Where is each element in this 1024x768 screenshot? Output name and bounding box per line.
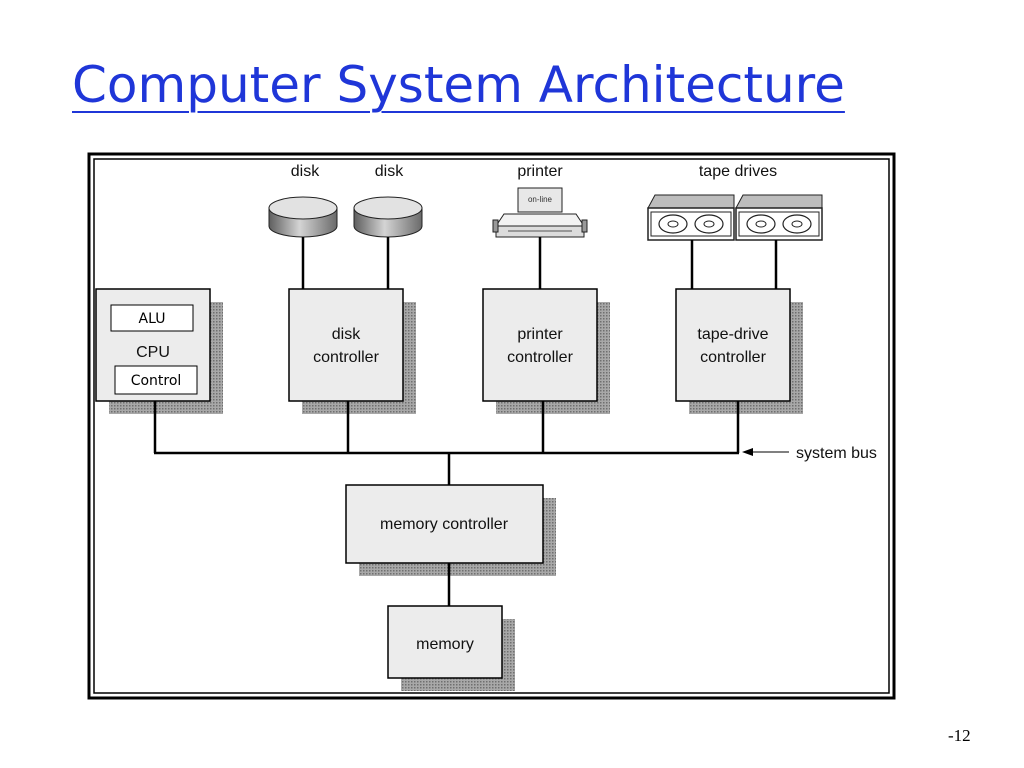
disk-controller-label-2: controller — [313, 349, 379, 366]
system-bus-pointer — [742, 448, 789, 456]
tape-drive-controller-label-1: tape-drive — [697, 326, 768, 343]
disk-2-label: disk — [375, 163, 404, 180]
slide-title: Computer System Architecture — [72, 56, 845, 114]
printer-device: printer on-line — [492, 163, 588, 238]
device-connectors — [301, 237, 778, 289]
disk-1-label: disk — [291, 163, 320, 180]
printer-controller-label-1: printer — [517, 326, 563, 343]
memory-controller-label: memory controller — [380, 516, 509, 533]
cpu-label: CPU — [136, 344, 170, 361]
control-box — [114, 365, 198, 395]
slide-number: -12 — [948, 726, 971, 745]
disk-controller-label-1: disk — [332, 326, 361, 343]
memory-label: memory — [416, 636, 474, 653]
memory-box: memory — [387, 605, 515, 691]
cpu-box: ALU CPU Control — [95, 288, 223, 414]
tape-drive-controller-box: tape-drive controller — [675, 288, 803, 414]
disk-controller-box: disk controller — [288, 288, 416, 414]
printer-controller-box: printer controller — [482, 288, 610, 414]
printer-label: printer — [517, 163, 563, 180]
tape-drive-2 — [735, 194, 823, 241]
tape-drive-controller-label-2: controller — [700, 349, 766, 366]
printer-panel-label: on-line — [528, 195, 553, 204]
disk-2-device: disk — [353, 163, 423, 238]
system-bus-label: system bus — [796, 445, 877, 462]
system-bus — [153, 401, 740, 485]
alu-box — [110, 304, 194, 332]
printer-controller-label-2: controller — [507, 349, 573, 366]
tape-drive-1 — [647, 194, 735, 241]
memory-controller-box: memory controller — [345, 484, 556, 576]
control-label: Control — [131, 373, 182, 389]
tape-drives-label: tape drives — [699, 163, 777, 180]
alu-label: ALU — [139, 311, 166, 327]
